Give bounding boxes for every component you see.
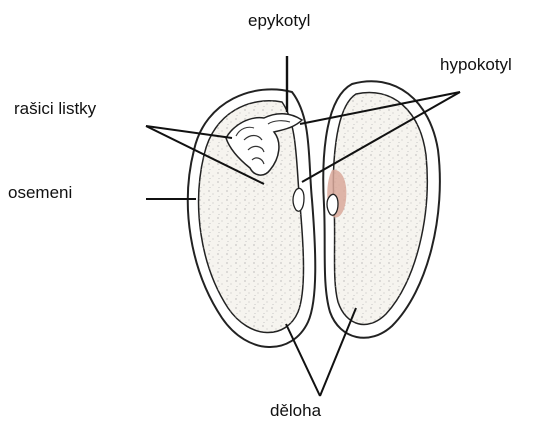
hypocotyl-left-stub	[293, 188, 304, 211]
label-epikotyl: epykotyl	[248, 12, 310, 29]
leader-deloha-a	[286, 324, 320, 396]
hypocotyl-right-stub	[327, 194, 338, 215]
label-hypokotyl: hypokotyl	[440, 56, 512, 73]
label-rasici-listky: rašici listky	[14, 100, 96, 117]
label-deloha: děloha	[270, 402, 321, 419]
cotyledon-right-stipple	[333, 92, 427, 324]
label-osemeni: osemeni	[8, 184, 72, 201]
leader-deloha-b	[320, 308, 356, 396]
